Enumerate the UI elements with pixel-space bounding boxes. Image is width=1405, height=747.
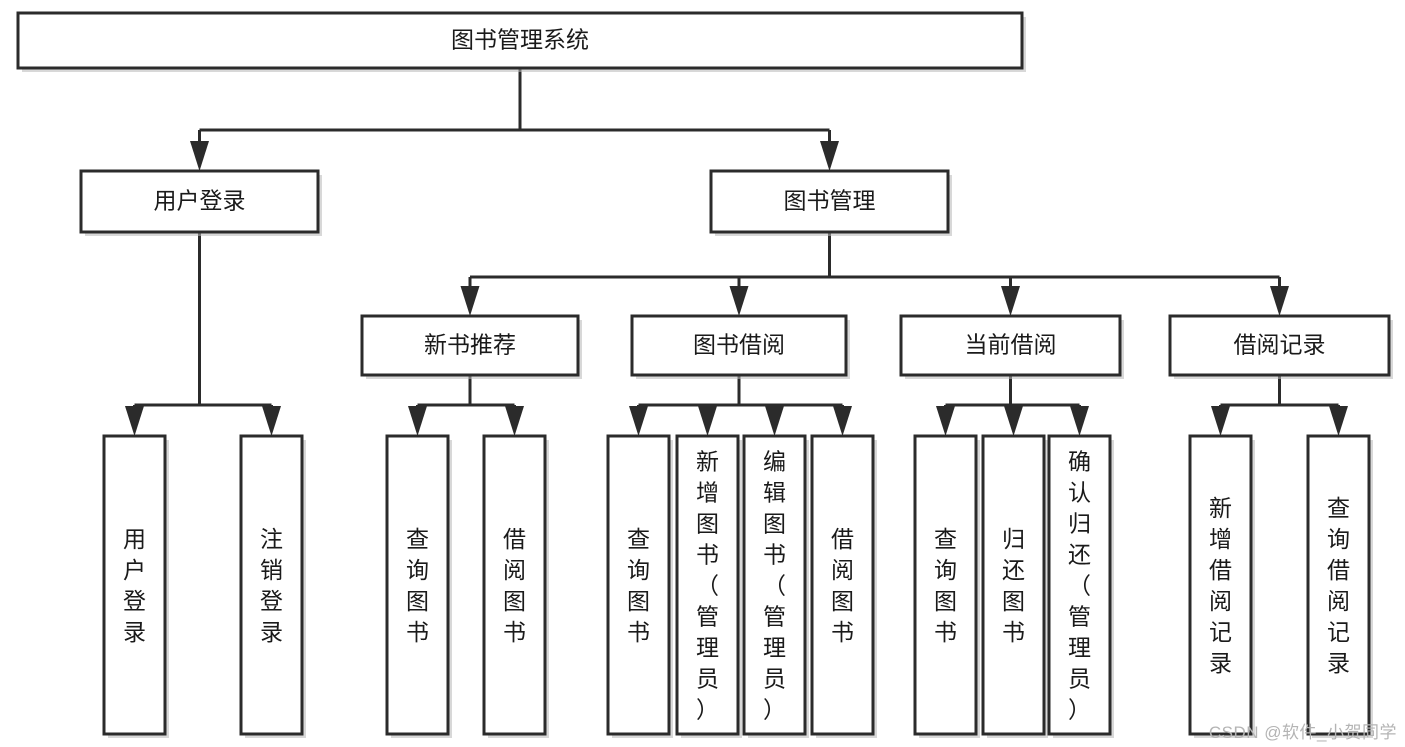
arrow-head-icon — [765, 406, 784, 436]
node-label: 新书推荐 — [424, 332, 516, 358]
node-new-book-rec[interactable]: 新书推荐 — [360, 314, 582, 379]
connector-group-current-borrow — [936, 375, 1089, 436]
node-leaf-borrow-book-1[interactable]: 借阅图书 — [482, 434, 549, 738]
arrow-head-icon — [833, 406, 852, 436]
node-borrow-record[interactable]: 借阅记录 — [1168, 314, 1393, 379]
node-leaf-return-book[interactable]: 归还图书 — [981, 434, 1048, 738]
node-layer: 图书管理系统用户登录图书管理新书推荐图书借阅当前借阅借阅记录用户登录注销登录查询… — [16, 11, 1393, 738]
node-box[interactable] — [360, 314, 580, 377]
connector-group-user-login — [125, 232, 281, 436]
connector-group-book-borrow — [629, 375, 852, 436]
arrow-head-icon — [460, 286, 480, 316]
connector-group-borrow-record — [1211, 375, 1348, 436]
node-leaf-user-login[interactable]: 用户登录 — [102, 434, 169, 738]
connector-group-book-manage — [460, 232, 1289, 316]
node-user-login[interactable]: 用户登录 — [79, 169, 322, 236]
csdn-watermark: CSDN @软件_小贺同学 — [1208, 723, 1397, 742]
node-box[interactable] — [742, 434, 807, 736]
node-leaf-query-book-3[interactable]: 查询图书 — [913, 434, 980, 738]
arrow-head-icon — [820, 141, 839, 171]
node-box[interactable] — [630, 314, 848, 377]
node-box[interactable] — [239, 434, 304, 736]
arrow-head-icon — [729, 286, 749, 316]
arrow-head-icon — [125, 406, 144, 436]
node-book-borrow[interactable]: 图书借阅 — [630, 314, 850, 379]
node-box[interactable] — [1168, 314, 1391, 377]
node-box[interactable] — [981, 434, 1046, 736]
node-box[interactable] — [102, 434, 167, 736]
node-leaf-query-book-2[interactable]: 查询图书 — [606, 434, 673, 738]
arrow-head-icon — [629, 406, 648, 436]
node-box[interactable] — [1306, 434, 1371, 736]
arrow-head-icon — [190, 141, 209, 171]
arrow-head-icon — [1001, 286, 1020, 316]
node-label: 借阅记录 — [1234, 332, 1326, 358]
node-label: 编辑图书（管理员） — [763, 449, 786, 723]
node-label: 图书管理系统 — [451, 27, 589, 53]
node-label: 归还图书 — [1002, 526, 1025, 645]
node-box[interactable] — [810, 434, 875, 736]
node-box[interactable] — [1047, 434, 1112, 736]
arrow-head-icon — [1270, 286, 1289, 316]
node-label: 查询图书 — [627, 526, 650, 645]
node-label: 借阅图书 — [831, 526, 854, 645]
node-label: 注销登录 — [260, 526, 283, 645]
arrow-head-icon — [408, 406, 427, 436]
node-label: 查询图书 — [934, 526, 957, 645]
node-label: 新增图书（管理员） — [696, 449, 719, 723]
arrow-head-icon — [262, 406, 281, 436]
node-label: 用户登录 — [123, 526, 146, 645]
node-box[interactable] — [675, 434, 740, 736]
node-box[interactable] — [899, 314, 1122, 377]
node-label: 图书借阅 — [693, 332, 785, 358]
arrow-head-icon — [698, 406, 717, 436]
node-leaf-query-record[interactable]: 查询借阅记录 — [1306, 434, 1373, 738]
node-leaf-edit-book[interactable]: 编辑图书（管理员） — [742, 434, 809, 738]
node-leaf-add-record[interactable]: 新增借阅记录 — [1188, 434, 1255, 738]
node-label: 当前借阅 — [965, 332, 1057, 358]
node-label: 图书管理 — [784, 188, 876, 214]
node-label: 查询借阅记录 — [1327, 495, 1350, 676]
connector-group-new-book-rec — [408, 375, 524, 436]
node-leaf-query-book-1[interactable]: 查询图书 — [385, 434, 452, 738]
node-label: 借阅图书 — [503, 526, 526, 645]
node-current-borrow[interactable]: 当前借阅 — [899, 314, 1124, 379]
node-box[interactable] — [709, 169, 950, 234]
node-box[interactable] — [606, 434, 671, 736]
node-leaf-borrow-book-2[interactable]: 借阅图书 — [810, 434, 877, 738]
node-label: 用户登录 — [154, 188, 246, 214]
node-leaf-logout[interactable]: 注销登录 — [239, 434, 306, 738]
node-box[interactable] — [385, 434, 450, 736]
node-box[interactable] — [16, 11, 1024, 70]
node-leaf-confirm-return[interactable]: 确认归还（管理员） — [1047, 434, 1114, 738]
arrow-head-icon — [936, 406, 955, 436]
node-leaf-add-book[interactable]: 新增图书（管理员） — [675, 434, 742, 738]
connector-group-root — [190, 68, 839, 171]
arrow-head-icon — [505, 406, 524, 436]
connector-layer — [125, 68, 1348, 436]
arrow-head-icon — [1211, 406, 1230, 436]
arrow-head-icon — [1329, 406, 1348, 436]
node-label: 新增借阅记录 — [1209, 495, 1232, 676]
node-book-manage[interactable]: 图书管理 — [709, 169, 952, 236]
node-label: 查询图书 — [406, 526, 429, 645]
node-label: 确认归还（管理员） — [1068, 449, 1091, 723]
node-box[interactable] — [913, 434, 978, 736]
node-box[interactable] — [1188, 434, 1253, 736]
arrow-head-icon — [1004, 406, 1023, 436]
node-box[interactable] — [79, 169, 320, 234]
node-root[interactable]: 图书管理系统 — [16, 11, 1026, 72]
node-box[interactable] — [482, 434, 547, 736]
arrow-head-icon — [1070, 406, 1089, 436]
